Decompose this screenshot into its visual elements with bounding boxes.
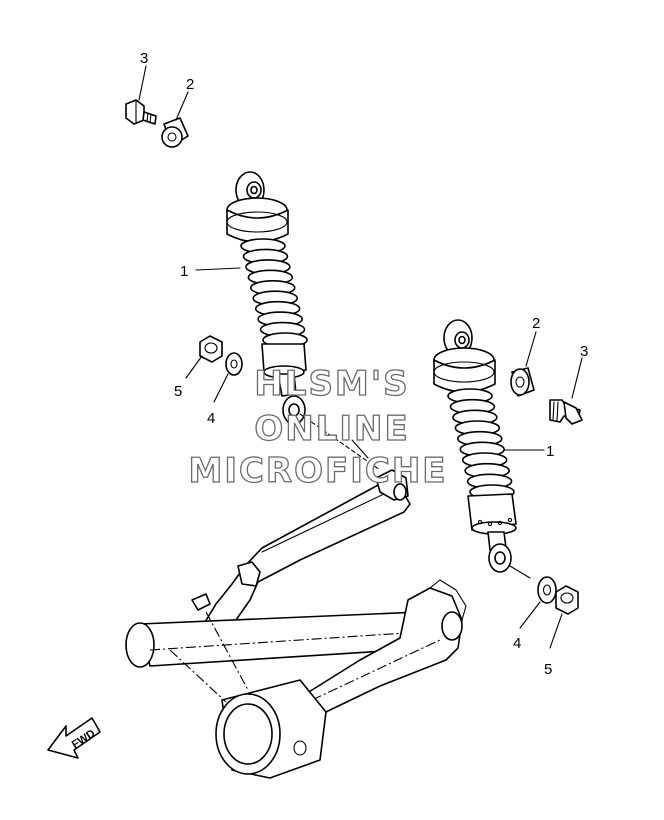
watermark-line-3: MICROFICHE xyxy=(188,451,447,491)
watermark-line-1: HLSM'S xyxy=(254,364,409,404)
rear-shock-absorber-left xyxy=(226,171,308,425)
callout-4-right-washer: 4 xyxy=(513,635,521,652)
watermark-line-2: ONLINE xyxy=(254,409,409,449)
callout-4-left-washer: 4 xyxy=(207,410,215,427)
callout-2-right-collar: 2 xyxy=(532,315,540,332)
washer-left xyxy=(225,352,243,376)
collar-top-left xyxy=(161,117,189,148)
callout-2-top-left: 2 xyxy=(186,76,194,93)
bolt-top-left xyxy=(125,99,157,125)
callout-5-left-nut: 5 xyxy=(174,383,182,400)
watermark: HLSM'S ONLINE MICROFICHE xyxy=(188,363,447,491)
bolt-right xyxy=(549,399,583,425)
forward-direction-arrow: FWD xyxy=(47,717,101,759)
rear-shock-absorber-right xyxy=(433,319,517,573)
nut-right xyxy=(555,585,579,615)
leader-lines xyxy=(138,65,583,649)
callout-1-left-shock: 1 xyxy=(180,263,188,280)
callout-1-right-shock: 1 xyxy=(546,443,554,460)
nut-left xyxy=(199,335,223,363)
callout-5-right-nut: 5 xyxy=(544,661,552,678)
washer-right xyxy=(537,576,557,604)
callout-3-top-left: 3 xyxy=(140,50,148,67)
collar-right xyxy=(510,367,535,397)
callout-3-right-bolt: 3 xyxy=(580,343,588,360)
swingarm xyxy=(125,469,467,779)
